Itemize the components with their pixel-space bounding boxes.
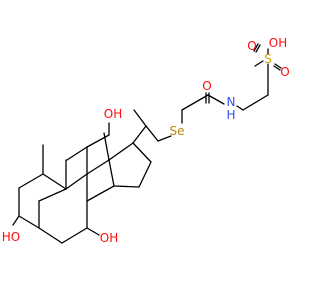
amide-oxygen-label: O xyxy=(202,79,211,93)
sulfonyl-oxygen-left-label: O xyxy=(247,39,256,53)
c3-hydroxyl-label: HO xyxy=(2,230,20,244)
sulfur-label: S xyxy=(264,52,272,66)
selenium-label: Se xyxy=(170,124,185,138)
c12-hydroxyl-label: OH xyxy=(104,107,122,121)
bond-lines xyxy=(12,43,282,244)
atom-labels: OH S O O O N H Se OH HO OH xyxy=(2,36,290,245)
c7-hydroxyl-label: OH xyxy=(100,231,118,245)
amide-nitrogen-label: N xyxy=(227,95,236,109)
sulfonyl-oxygen-right-label: O xyxy=(280,65,289,79)
amide-hydrogen-label: H xyxy=(226,108,235,122)
molecule-structure: OH S O O O N H Se OH HO OH xyxy=(2,36,290,245)
sulfonic-oh-label: OH xyxy=(269,36,287,50)
